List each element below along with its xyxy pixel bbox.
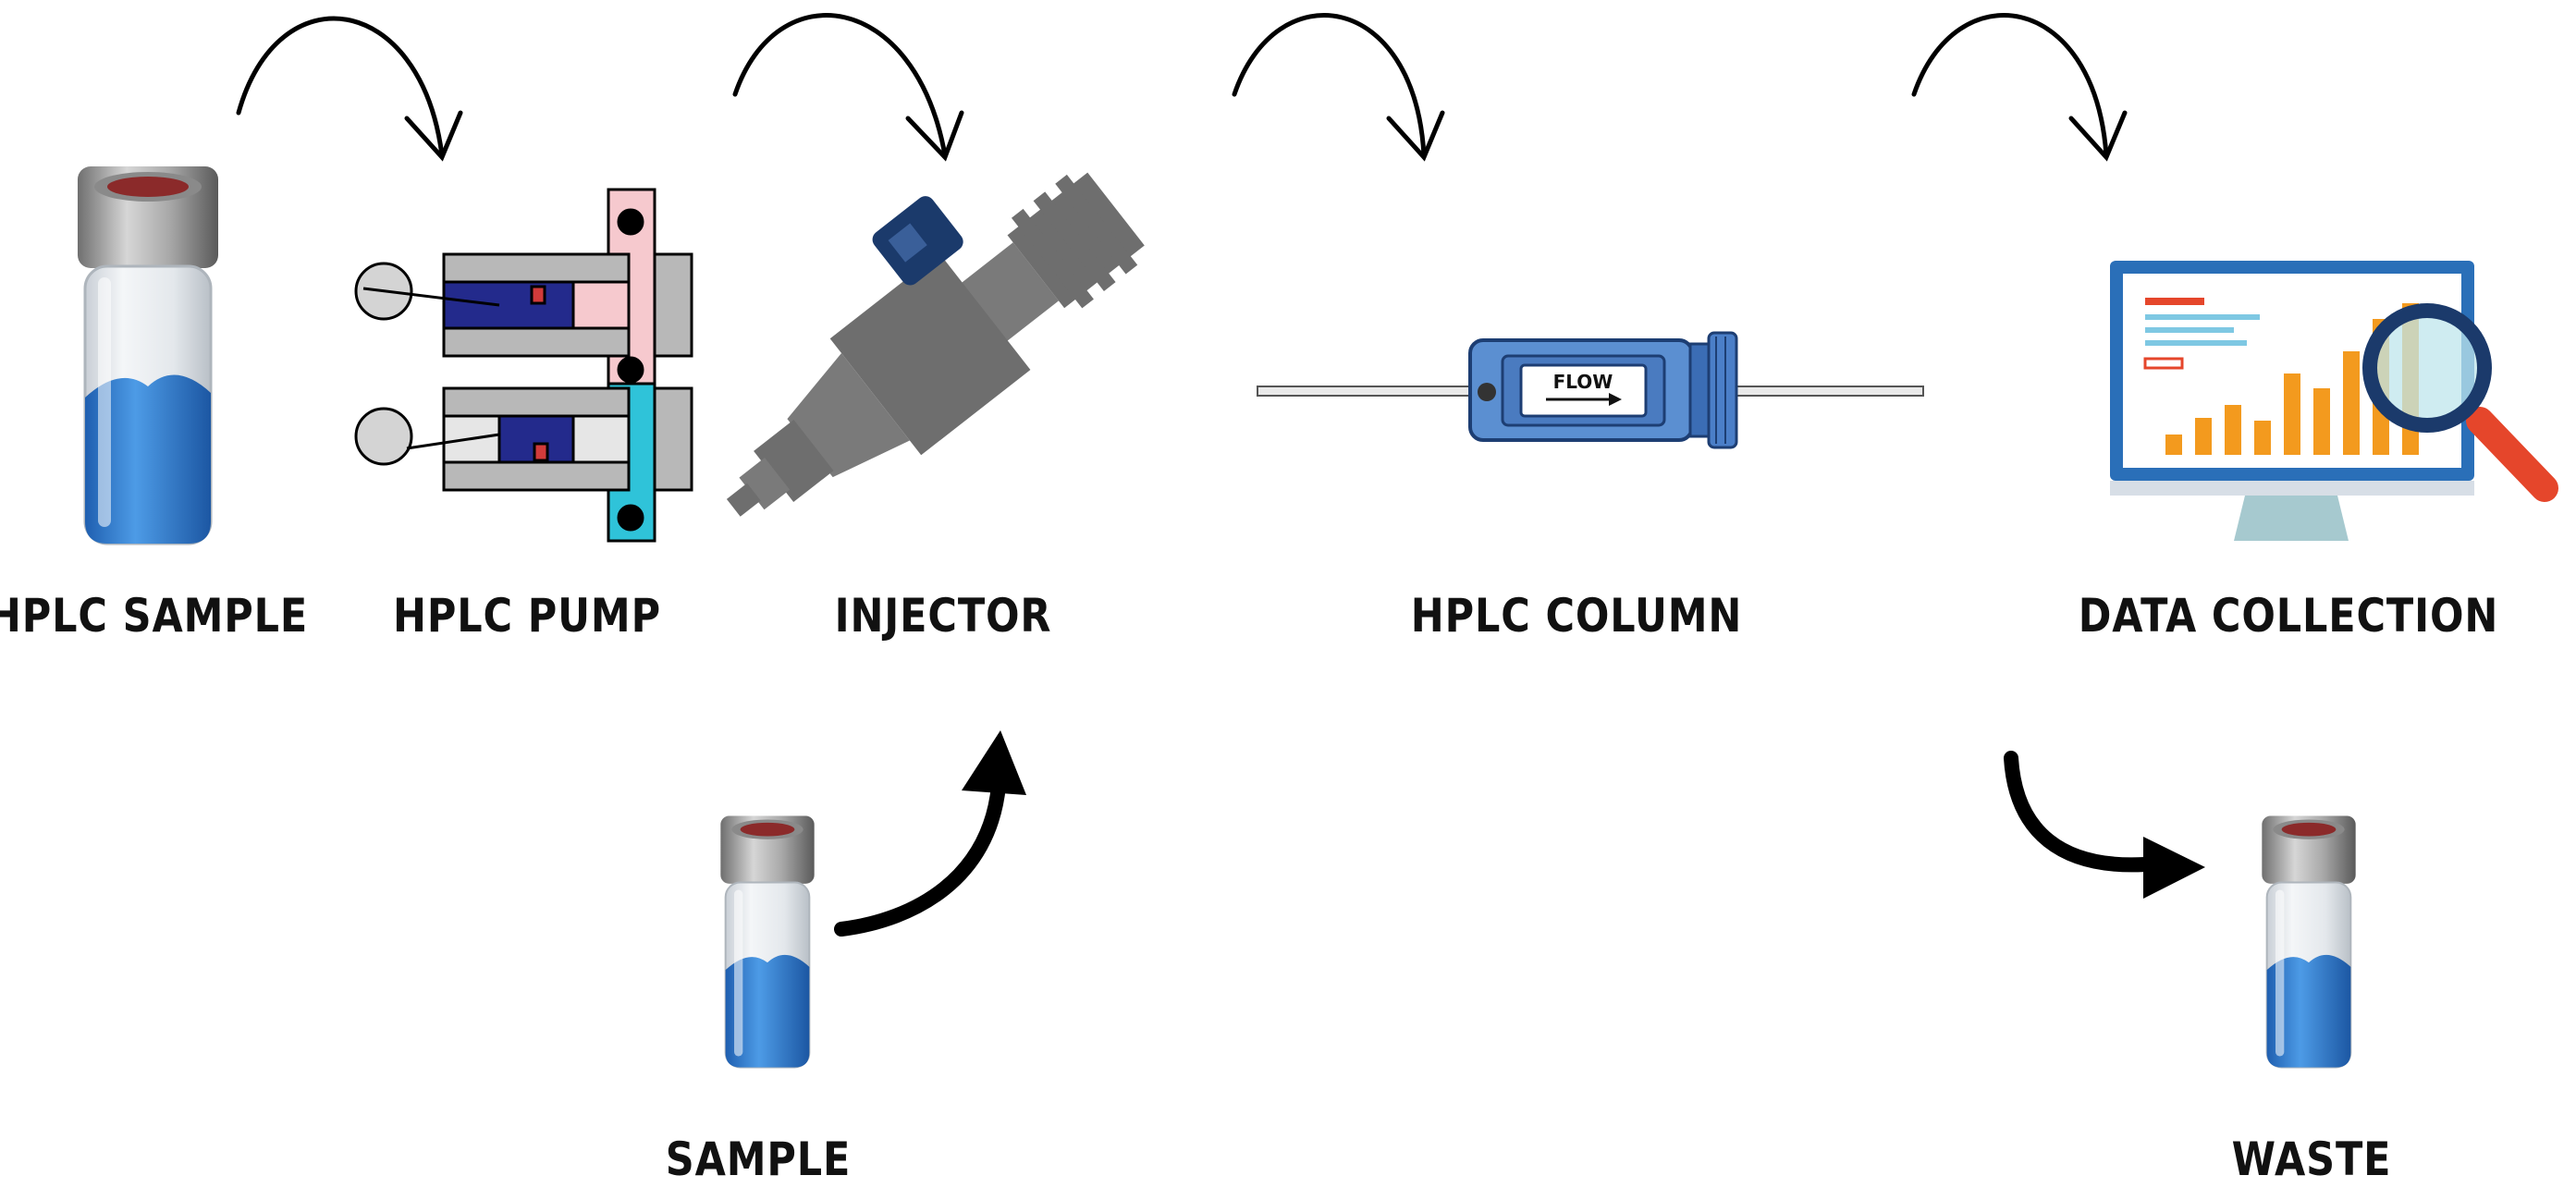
label-injector: INJECTOR	[834, 589, 1052, 643]
injector-icon	[726, 172, 1145, 517]
curved-arrow-icon	[1232, 13, 1445, 162]
sample-vial	[719, 814, 816, 1069]
label-sample: SAMPLE	[665, 1133, 852, 1186]
waste-vial	[2261, 814, 2357, 1069]
hplc-column-icon: FLOW	[1257, 331, 1924, 449]
curved-arrow-icon	[732, 13, 964, 162]
label-hplc-pump: HPLC PUMP	[393, 589, 661, 643]
magnifier-icon	[2362, 303, 2558, 502]
label-data-collection: DATA COLLECTION	[2078, 589, 2499, 643]
hplc-pump-icon	[354, 188, 693, 543]
bold-curved-arrow-icon	[2004, 751, 2205, 899]
hplc-sample-vial	[76, 166, 220, 545]
bold-curved-arrow-icon	[834, 730, 1026, 937]
curved-arrow-icon	[1911, 13, 2128, 162]
label-hplc-sample: HPLC SAMPLE	[0, 589, 309, 643]
label-hplc-column: HPLC COLUMN	[1410, 589, 1743, 643]
label-waste: WASTE	[2231, 1133, 2392, 1186]
top-arrows	[236, 13, 2128, 162]
data-collection-monitor-icon	[2110, 261, 2558, 541]
column-flow-text: FLOW	[1553, 371, 1613, 393]
curved-arrow-icon	[236, 16, 463, 162]
